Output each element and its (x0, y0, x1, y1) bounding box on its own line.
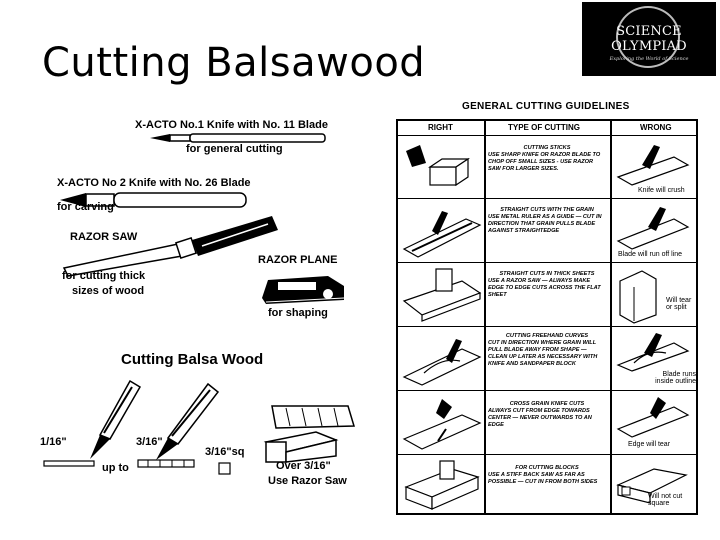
guideline-body: USE SHARP KNIFE OR RAZOR BLADE TO CHOP O… (488, 152, 601, 172)
thickness-3-16: 3/16" (136, 436, 163, 448)
guideline-body: ALWAYS CUT FROM EDGE TOWARDS CENTER — NE… (488, 408, 592, 428)
wrong-note: Blade will run off line (618, 251, 683, 258)
wrong-note-text: Will not cut square (648, 493, 683, 507)
knife-cut-3-16-icon (137, 382, 220, 468)
guideline-row-sticks: CUTTING STICKS USE SHARP KNIFE OR RAZOR … (398, 135, 696, 199)
right-cut-sticks-icon (406, 145, 470, 187)
guideline-heading: STRAIGHT CUTS IN THICK SHEETS (499, 271, 595, 277)
wrong-cut-thick-icon (619, 270, 657, 324)
guideline-row-straight: STRAIGHT CUTS WITH THE GRAIN USE METAL R… (398, 199, 696, 263)
guideline-row-thick: STRAIGHT CUTS IN THICK SHEETS USE A RAZO… (398, 263, 696, 327)
knife-cut-1-16-icon (43, 379, 142, 467)
wrong-note: Will tear or split (666, 297, 696, 311)
use-razor-saw: Use Razor Saw (268, 475, 347, 487)
razor-saw-block-icon (263, 405, 356, 463)
balsa-heading: Cutting Balsa Wood (121, 351, 264, 368)
plane-name: RAZOR PLANE (258, 254, 338, 266)
knife2-use: for carving (57, 201, 114, 213)
guideline-row-cross-grain: CROSS GRAIN KNIFE CUTS ALWAYS CUT FROM E… (398, 391, 696, 455)
guideline-text: STRAIGHT CUTS IN THICK SHEETS USE A RAZO… (488, 271, 606, 299)
slide-title: Cutting Balsawood (42, 40, 426, 86)
right-cut-blocks-icon (404, 460, 480, 510)
science-olympiad-logo: SCIENCE OLYMPIAD Exploring the World of … (582, 2, 716, 76)
guideline-heading: FOR CUTTING BLOCKS (515, 465, 579, 471)
right-cut-straight-icon (402, 211, 482, 258)
guideline-body: USE A STIFF BACK SAW AS FAR AS POSSIBLE … (488, 472, 598, 485)
guideline-body: USE METAL RULER AS A GUIDE — CUT IN DIRE… (488, 214, 602, 234)
col-right: RIGHT (428, 123, 453, 132)
xacto-knife-2-icon (60, 192, 247, 208)
guideline-text: STRAIGHT CUTS WITH THE GRAIN USE METAL R… (488, 207, 606, 235)
guideline-row-blocks: FOR CUTTING BLOCKS USE A STIFF BACK SAW … (398, 455, 696, 513)
guideline-heading: CUTTING FREEHAND CURVES (505, 333, 589, 339)
plane-use: for shaping (268, 307, 328, 319)
wrong-note: Edge will tear (628, 441, 671, 448)
guidelines-title: GENERAL CUTTING GUIDELINES (462, 101, 630, 112)
wrong-cut-curves-icon (616, 333, 690, 372)
wrong-note: Blade runs inside outline (644, 371, 696, 385)
guideline-text: FOR CUTTING BLOCKS USE A STIFF BACK SAW … (488, 465, 606, 486)
col-type: TYPE OF CUTTING (508, 123, 580, 132)
column-divider (610, 121, 612, 513)
wrong-note: Knife will crush (638, 187, 685, 194)
logo-tagline: Exploring the World of Science (609, 56, 689, 62)
right-cut-cross-icon (402, 399, 482, 450)
guidelines-header: RIGHT TYPE OF CUTTING WRONG (398, 121, 696, 136)
square-stick-icon (218, 462, 231, 475)
saw-name: RAZOR SAW (70, 231, 138, 243)
wrong-note-text: Will tear or split (666, 297, 692, 311)
guideline-row-curves: CUTTING FREEHAND CURVES CUT IN DIRECTION… (398, 327, 696, 391)
guideline-text: CUTTING STICKS USE SHARP KNIFE OR RAZOR … (488, 145, 606, 173)
guideline-body: USE A RAZOR SAW — ALWAYS MAKE EDGE TO ED… (488, 278, 601, 298)
globe-icon (616, 6, 680, 68)
guideline-text: CROSS GRAIN KNIFE CUTS ALWAYS CUT FROM E… (488, 401, 606, 429)
logo-name: SCIENCE OLYMPIAD (611, 24, 687, 54)
guideline-heading: CUTTING STICKS (523, 145, 571, 151)
knife1-use: for general cutting (186, 143, 283, 155)
xacto-knife-1-icon (150, 133, 326, 143)
guideline-heading: STRAIGHT CUTS WITH THE GRAIN (500, 207, 594, 213)
thickness-1-16: 1/16" (40, 436, 67, 448)
wrong-cut-blocks-icon (616, 468, 688, 504)
thickness-3-16-sq: 3/16"sq (205, 446, 245, 458)
knife2-name: X-ACTO No 2 Knife with No. 26 Blade (57, 177, 251, 189)
razor-plane-icon (262, 276, 345, 304)
guidelines-table: RIGHT TYPE OF CUTTING WRONG CUTTING STIC… (396, 119, 698, 515)
guideline-text: CUTTING FREEHAND CURVES CUT IN DIRECTION… (488, 333, 606, 368)
wrong-note: Will not cut square (648, 493, 688, 507)
razor-saw-icon (62, 216, 278, 277)
guideline-body: CUT IN DIRECTION WHERE GRAIN WILL PULL B… (488, 340, 598, 367)
right-cut-curves-icon (402, 339, 482, 386)
saw-use-1: for cutting thick (62, 270, 146, 282)
wrong-cut-sticks-icon (616, 145, 690, 186)
wrong-cut-straight-icon (616, 207, 690, 250)
saw-use-2: sizes of wood (72, 285, 145, 297)
column-divider (484, 121, 486, 513)
col-wrong: WRONG (640, 123, 672, 132)
right-cut-thick-icon (402, 268, 482, 322)
up-to-label: up to (102, 462, 129, 474)
wrong-note-text: Blade runs inside outline (655, 371, 696, 385)
wrong-cut-cross-icon (616, 397, 690, 438)
over-3-16: Over 3/16" (276, 460, 331, 472)
guideline-heading: CROSS GRAIN KNIFE CUTS (509, 401, 585, 407)
knife1-name: X-ACTO No.1 Knife with No. 11 Blade (135, 119, 328, 131)
